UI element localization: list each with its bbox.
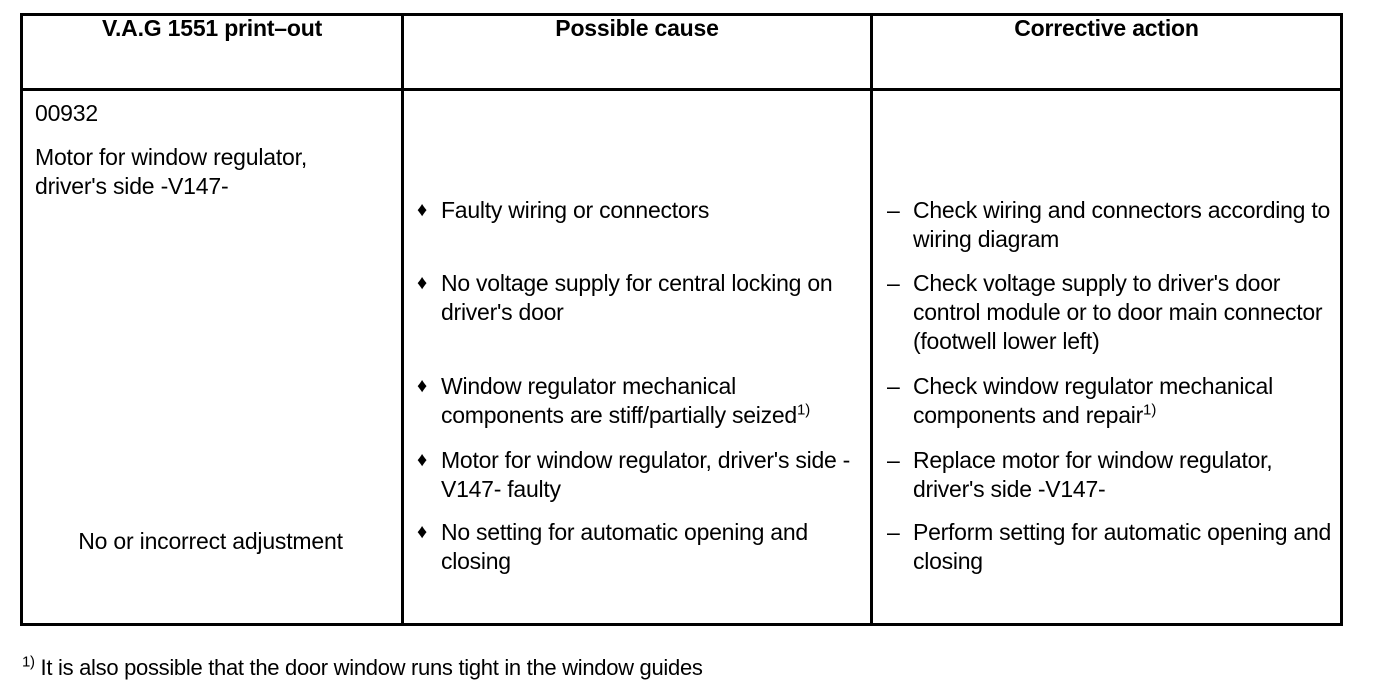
dash-bullet-icon: – — [887, 270, 900, 296]
cell-printout: 00932 Motor for window regulator, driver… — [20, 88, 404, 626]
cell-corrective-action: – Check wiring and connectors according … — [870, 88, 1343, 626]
column-header-possible-cause: Possible cause — [401, 13, 873, 91]
diamond-bullet-icon: ♦ — [417, 375, 427, 397]
cell-possible-cause: ♦ Faulty wiring or connectors ♦ No volta… — [401, 88, 873, 626]
list-item: – Check wiring and connectors according … — [887, 196, 1335, 254]
fault-description-line-1: Motor for window regulator, — [35, 144, 308, 170]
list-item-text: Check wiring and connectors according to… — [913, 197, 1331, 253]
list-item: ♦ No setting for automatic opening and c… — [417, 518, 861, 576]
list-item: ♦ Faulty wiring or connectors — [417, 196, 861, 225]
list-item-body: Check window regulator mechanical compon… — [913, 373, 1273, 429]
fault-description-line-2: driver's side -V147- — [35, 172, 229, 199]
list-item-text: Faulty wiring or connectors — [441, 197, 710, 223]
fault-diagnosis-table: V.A.G 1551 print–out Possible cause Corr… — [20, 13, 1343, 626]
column-header-printout: V.A.G 1551 print–out — [20, 13, 404, 91]
footnote-marker: 1) — [796, 401, 811, 419]
table-row: 00932 Motor for window regulator, driver… — [20, 88, 1343, 626]
fault-description: Motor for window regulator, driver's sid… — [35, 143, 395, 201]
diamond-bullet-icon: ♦ — [417, 272, 427, 294]
list-item-body: Window regulator mechanical components a… — [441, 373, 797, 429]
list-item: – Replace motor for window regulator, dr… — [887, 446, 1335, 504]
fault-code: 00932 — [35, 100, 98, 126]
dash-bullet-icon: – — [887, 197, 900, 223]
list-item: ♦ Window regulator mechanical components… — [417, 372, 861, 430]
list-item-text: No voltage supply for central locking on… — [441, 270, 833, 326]
fault-adjustment-note: No or incorrect adjustment — [78, 528, 343, 554]
list-item-text: No setting for automatic opening and clo… — [441, 519, 808, 575]
diamond-bullet-icon: ♦ — [417, 521, 427, 543]
list-item: ♦ Motor for window regulator, driver's s… — [417, 446, 861, 504]
list-item-text: Replace motor for window regulator, driv… — [913, 447, 1273, 503]
dash-bullet-icon: – — [887, 373, 900, 399]
column-header-possible-cause-label: Possible cause — [555, 15, 719, 41]
list-item-text: Perform setting for automatic opening an… — [913, 519, 1332, 575]
corrective-action-list: – Check wiring and connectors according … — [873, 91, 1340, 623]
diamond-bullet-icon: ♦ — [417, 449, 427, 471]
list-item: – Check window regulator mechanical comp… — [887, 372, 1335, 430]
list-item-text: Check voltage supply to driver's door co… — [913, 270, 1323, 355]
list-item-text: Check window regulator mechanical compon… — [913, 372, 1335, 430]
page-footnote: 1) It is also possible that the door win… — [22, 655, 703, 681]
dash-bullet-icon: – — [887, 519, 900, 545]
dash-bullet-icon: – — [887, 447, 900, 473]
diamond-bullet-icon: ♦ — [417, 199, 427, 221]
column-header-corrective-action-label: Corrective action — [1014, 15, 1199, 41]
list-item: – Perform setting for automatic opening … — [887, 518, 1335, 576]
list-item: ♦ No voltage supply for central locking … — [417, 269, 861, 327]
footnote-marker: 1) — [1143, 401, 1157, 419]
table-header-row: V.A.G 1551 print–out Possible cause Corr… — [20, 13, 1343, 91]
footnote-text: It is also possible that the door window… — [34, 655, 703, 680]
list-item-text: Window regulator mechanical components a… — [441, 372, 861, 430]
footnote-marker: 1) — [22, 653, 35, 671]
column-header-printout-label: V.A.G 1551 print–out — [101, 15, 323, 41]
list-item-text: Motor for window regulator, driver's sid… — [441, 447, 851, 503]
possible-cause-list: ♦ Faulty wiring or connectors ♦ No volta… — [404, 91, 870, 623]
column-header-corrective-action: Corrective action — [870, 13, 1343, 91]
list-item: – Check voltage supply to driver's door … — [887, 269, 1335, 357]
